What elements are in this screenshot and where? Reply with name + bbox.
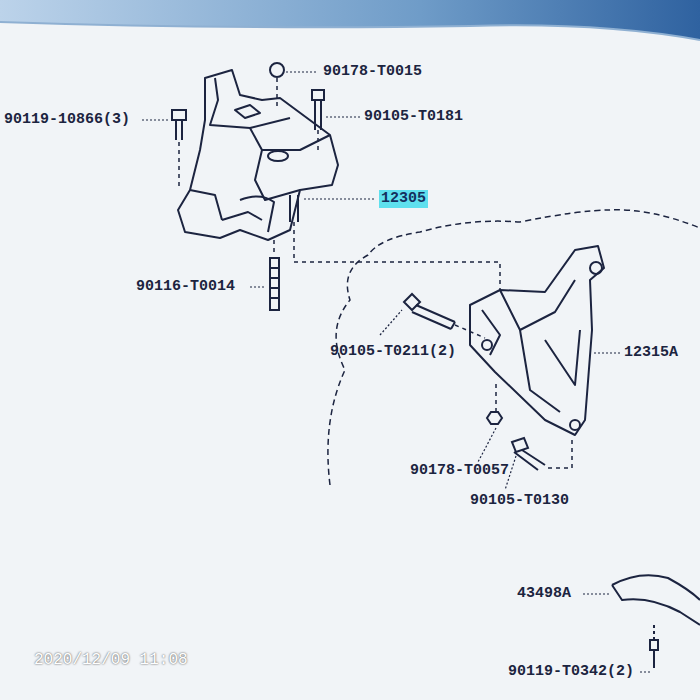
shield-part — [612, 575, 700, 668]
part-number: 12305 — [379, 190, 428, 208]
bracket-bolt — [404, 294, 545, 470]
part-number: 90105-T0130 — [470, 492, 569, 510]
part-number: 12315A — [624, 344, 678, 362]
part-number: 90178-T0057 — [410, 462, 509, 480]
part-number: 90105-T0181 — [364, 108, 463, 126]
engine-bracket — [470, 246, 604, 435]
screen-glare — [0, 0, 700, 40]
assembly-line — [455, 325, 572, 468]
leader-line — [142, 72, 650, 672]
assembly-line — [179, 78, 500, 290]
engine-mount — [178, 70, 338, 240]
timestamp: 2020/12/09 11:08 — [34, 651, 188, 669]
part-number: 90116-T0014 — [136, 278, 235, 296]
screen-edge — [0, 22, 700, 40]
part-number: 90119-T0342(2) — [508, 663, 634, 681]
part-number: 90119-10866(3) — [4, 111, 130, 129]
bolt-nut-set — [172, 63, 324, 310]
part-number: 90105-T0211(2) — [330, 343, 456, 361]
part-number: 90178-T0015 — [323, 63, 422, 81]
part-number: 43498A — [517, 585, 571, 603]
engine-outline — [328, 210, 700, 485]
